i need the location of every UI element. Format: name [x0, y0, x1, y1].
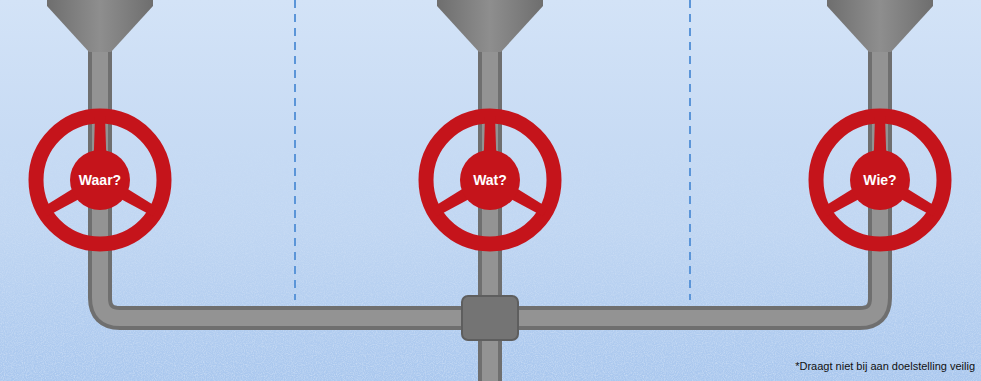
pipe — [100, 45, 880, 381]
footnote: *Draagt niet bij aan doelstelling veilig — [795, 360, 975, 372]
valve-wheel — [816, 116, 944, 244]
valve-wheel — [36, 116, 164, 244]
valve-label: Wat? — [473, 172, 507, 188]
funnel — [827, 0, 933, 52]
valve-label: Waar? — [79, 172, 121, 188]
valve-hub: Waar? — [70, 150, 130, 210]
pipe-junction — [462, 296, 518, 340]
funnel — [437, 0, 543, 52]
valve-hub: Wie? — [850, 150, 910, 210]
funnel — [47, 0, 153, 52]
valve-hub: Wat? — [460, 150, 520, 210]
valve-label: Wie? — [863, 172, 896, 188]
valve-wheel — [426, 116, 554, 244]
